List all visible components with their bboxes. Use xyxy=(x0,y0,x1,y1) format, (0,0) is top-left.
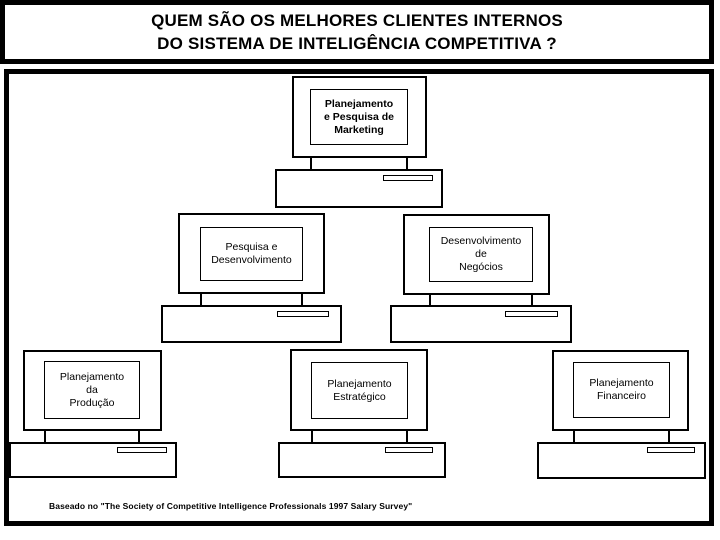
computer-label-line: Estratégico xyxy=(333,390,386,403)
computer-label-line: Planejamento xyxy=(59,370,125,383)
disk-slot-icon xyxy=(383,175,433,181)
disk-slot-icon xyxy=(277,311,329,317)
computer-label-line: Desenvolvimento xyxy=(211,254,292,266)
disk-slot-icon xyxy=(647,447,695,453)
computer-label-line: Planejamento xyxy=(324,97,394,110)
computer-base xyxy=(278,442,446,478)
monitor-neck xyxy=(573,431,670,442)
computer-label-line: de xyxy=(475,248,487,260)
monitor-neck xyxy=(311,431,408,442)
computer-label-line: Planejamento xyxy=(589,377,654,389)
title-line-2: DO SISTEMA DE INTELIGÊNCIA COMPETITIVA ? xyxy=(157,34,557,53)
computer-label-line: Desenvolvimento xyxy=(440,235,522,247)
computer-label-line: Negócios xyxy=(459,261,503,273)
disk-slot-icon xyxy=(117,447,167,453)
computer-label-line: Planejamento xyxy=(327,377,392,390)
disk-slot-icon xyxy=(505,311,558,317)
computer-label-line: Marketing xyxy=(334,123,384,136)
disk-slot-icon xyxy=(385,447,433,453)
footer-citation: Baseado no "The Society of Competitive I… xyxy=(49,501,413,511)
computer-label-line: da xyxy=(86,383,98,396)
title-box: QUEM SÃO OS MELHORES CLIENTES INTERNOS D… xyxy=(0,0,714,64)
monitor-neck xyxy=(310,158,408,169)
monitor-neck xyxy=(44,431,140,442)
computer-label-line: e Pesquisa de xyxy=(323,110,395,123)
computer-label-line: Financeiro xyxy=(596,390,647,402)
monitor-neck xyxy=(429,295,533,305)
computer-label-line: Pesquisa e xyxy=(225,241,278,253)
title-line-1: QUEM SÃO OS MELHORES CLIENTES INTERNOS xyxy=(151,11,563,30)
computer-label-line: Produção xyxy=(69,396,115,409)
monitor-neck xyxy=(200,294,303,305)
